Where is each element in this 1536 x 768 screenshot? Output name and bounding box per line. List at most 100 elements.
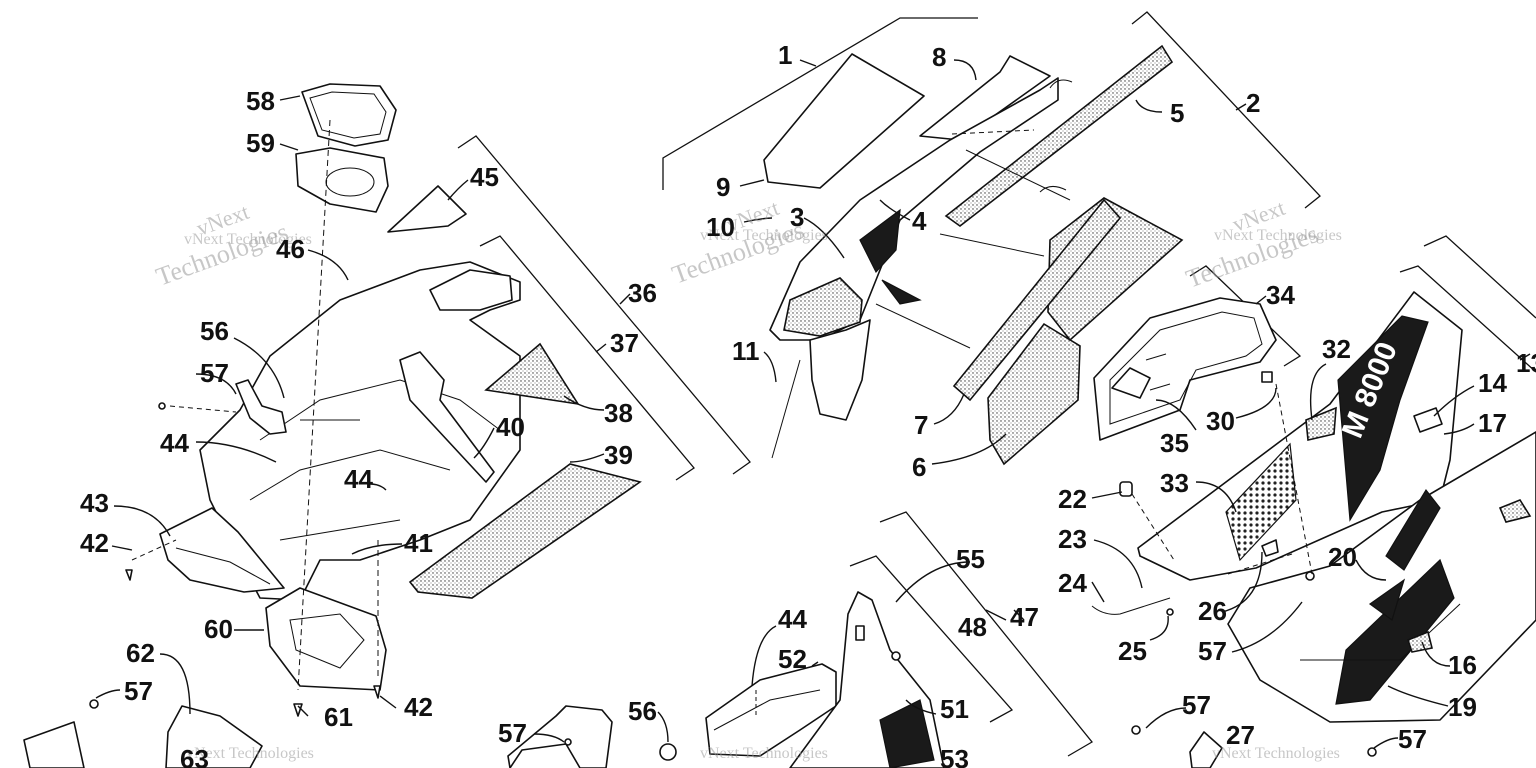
bracket-assembly-13b: [1423, 235, 1536, 319]
callout-leaders: [95, 59, 1531, 749]
callout-27: 27: [1226, 720, 1255, 750]
callout-41: 41: [404, 528, 433, 558]
callout-53: 53: [940, 744, 969, 768]
watermark-text: vNext Technologies: [700, 227, 828, 244]
callout-20: 20: [1328, 542, 1357, 572]
screw-57-right: [1305, 571, 1315, 581]
callout-55: 55: [956, 544, 985, 574]
foam-38: [484, 342, 580, 406]
foam-7: [952, 198, 1122, 402]
callout-44: 44: [778, 604, 807, 634]
screw-57-bottom-left: [89, 699, 99, 709]
clip-30: [1261, 371, 1273, 383]
watermark-text: vNext Technologies: [186, 745, 314, 762]
vent-11: [809, 319, 871, 421]
screw-57-left: [158, 402, 166, 410]
callout-59: 59: [246, 128, 275, 158]
foam-40: [399, 351, 495, 483]
callout-9: 9: [716, 172, 730, 202]
callout-40: 40: [496, 412, 525, 442]
bracket-62: [165, 705, 263, 768]
callout-17: 17: [1478, 408, 1507, 438]
callout-38: 38: [604, 398, 633, 428]
watermark-text: vNext Technologies: [1212, 745, 1340, 762]
callout-33: 33: [1160, 468, 1189, 498]
callout-34: 34: [1266, 280, 1295, 310]
rivet-42b: [373, 685, 381, 699]
callout-8: 8: [932, 42, 946, 72]
right-leader-dashes: [1131, 383, 1313, 575]
callout-39: 39: [604, 440, 633, 470]
clip-55: [855, 625, 865, 641]
callout-63: 63: [180, 744, 209, 768]
callout-42: 42: [80, 528, 109, 558]
cable-24: [1091, 597, 1171, 615]
mesh-33: [1225, 442, 1297, 562]
watermark-text: vNext Technologies: [1214, 227, 1342, 244]
callout-16: 16: [1448, 650, 1477, 680]
hood-main: [769, 77, 1059, 341]
grommet-22: [1119, 481, 1133, 497]
callout-6: 6: [912, 452, 926, 482]
callout-44: 44: [160, 428, 189, 458]
bracket-assembly-2: [1131, 11, 1321, 209]
center-leader-lines: [875, 79, 1073, 349]
callout-1: 1: [778, 40, 792, 70]
callout-35: 35: [1160, 428, 1189, 458]
hood-edge-line: [771, 359, 801, 459]
callout-24: 24: [1058, 568, 1087, 598]
callout-44: 44: [344, 464, 373, 494]
clip-26: [1261, 539, 1279, 557]
callout-4: 4: [912, 206, 927, 236]
callout-62: 62: [126, 638, 155, 668]
screw-57-bottom-center: [564, 738, 572, 746]
callout-10: 10: [706, 212, 735, 242]
foam-39: [408, 463, 642, 599]
bracket-assembly-47: [879, 511, 1093, 757]
screw-57-lower-right: [1367, 747, 1377, 757]
screw-55: [891, 651, 901, 661]
callout-19: 19: [1448, 692, 1477, 722]
rivet-61: [293, 703, 303, 717]
panel-63: [23, 721, 85, 768]
callout-32: 32: [1322, 334, 1351, 364]
side-panel: M 8000: [1137, 291, 1463, 581]
callout-26: 26: [1198, 596, 1227, 626]
callout-2: 2: [1246, 88, 1260, 118]
callout-numbers: 1 2 3 4 5 6 7 8 9 10 11 13 14 16 17 19 2…: [80, 40, 1536, 768]
tray-34: [1093, 297, 1277, 441]
callout-57: 57: [1398, 724, 1427, 754]
callout-48: 48: [958, 612, 987, 642]
bracket-56-left: [235, 379, 287, 435]
callout-25: 25: [1118, 636, 1147, 666]
callout-57: 57: [1182, 690, 1211, 720]
deflector-43: [159, 507, 285, 593]
plate-60: [265, 587, 387, 691]
callout-22: 22: [1058, 484, 1087, 514]
panel-45: [387, 185, 467, 233]
windshield-9: [763, 53, 925, 189]
bracket-assembly-48: [849, 555, 1014, 723]
callout-58: 58: [246, 86, 275, 116]
callout-30: 30: [1206, 406, 1235, 436]
callout-14: 14: [1478, 368, 1507, 398]
callout-57: 57: [498, 718, 527, 748]
bracket-assembly-13a: [1399, 265, 1536, 373]
callout-7: 7: [914, 410, 928, 440]
callout-45: 45: [470, 162, 499, 192]
foam-6: [987, 322, 1081, 466]
bracket-27: [1189, 731, 1223, 768]
screw-25: [1166, 608, 1174, 616]
callout-56: 56: [200, 316, 229, 346]
callout-47: 47: [1010, 602, 1039, 632]
panel-51: [789, 591, 945, 768]
gasket-58: [301, 83, 397, 147]
bracket-assembly-1: [662, 17, 978, 190]
callout-60: 60: [204, 614, 233, 644]
watermark-text: vNext Technologies: [184, 231, 312, 248]
lower-side-panel: [1227, 431, 1536, 723]
callout-3: 3: [790, 202, 804, 232]
watermark-text: vNext Technologies: [700, 745, 828, 762]
callout-56: 56: [628, 696, 657, 726]
screw-57-bottom: [1131, 725, 1141, 735]
